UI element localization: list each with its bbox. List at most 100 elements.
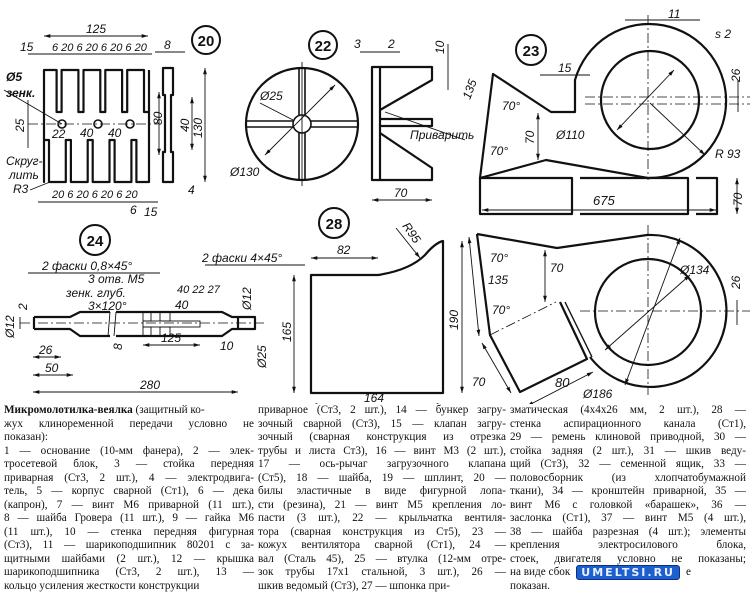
angle-70: 70° — [502, 99, 520, 113]
leader-line — [384, 111, 466, 141]
caption-line: щитными шайбами (2 шт.), 12 — крышка — [4, 552, 254, 565]
center-line — [489, 301, 557, 336]
dim-8: 8 — [164, 38, 171, 52]
figure-23-fan-housing: 23 11 s 2 15 70° 70 70° Ø110 R 93 — [460, 7, 750, 404]
caption-line: 38 — шайба разрезная (4 шт.); элементы — [510, 525, 746, 538]
figure-number-circle — [318, 207, 350, 239]
dim-40: 40 — [178, 118, 192, 132]
dim-diameter-12: Ø12 — [3, 315, 17, 339]
dim-15: 15 — [20, 40, 34, 54]
dim-25: 25 — [13, 118, 27, 133]
dim-hole-diameter: Ø5 — [6, 70, 22, 84]
weld-note: Приварить — [410, 128, 474, 142]
caption-line: половосборник (из хлопчатобумажной — [510, 471, 746, 484]
caption-title: Микромолотилка-веялка — [4, 404, 133, 416]
figure-number-circle — [79, 224, 111, 256]
damper-edge — [564, 301, 593, 358]
caption-line: показан): — [4, 431, 49, 443]
fillet-note: R3 — [13, 182, 29, 196]
dimension-line — [527, 371, 594, 404]
dim-70: 70 — [472, 375, 486, 389]
caption-line: зочный сварной (Ст3), 15 — клапан загру- — [258, 417, 506, 430]
dimension-line — [624, 237, 681, 386]
fillet-note: Скруг- — [6, 154, 43, 168]
caption-line: зочный (сварная конструкция из отрезка — [258, 431, 506, 443]
dim-675: 675 — [593, 193, 615, 208]
wall-outline — [309, 239, 445, 395]
keyway — [142, 320, 201, 328]
chamfer-note: 2 фаски 0,8×45° — [41, 259, 132, 273]
dim-26: 26 — [729, 68, 743, 83]
dim-80: 80 — [151, 111, 165, 125]
caption-line: сти (резина), 21 — винт М5 крепления ло- — [258, 498, 506, 511]
caption-line: (Ст5), 18 — шайба, 19 — шплинт, 20 — — [258, 471, 506, 484]
bushing-section — [159, 311, 171, 322]
caption-line: стоек, двигателя условно не показаны; — [510, 552, 746, 565]
caption-text: (защитный ко- — [132, 404, 205, 416]
caption-line: щий (Ст3), 32 — семенной ящик, 33 — — [510, 458, 746, 470]
caption-line: Микромолотилка-веялка (защитный ко- — [4, 404, 254, 418]
bushing-section — [142, 326, 152, 337]
dim-125: 125 — [86, 22, 106, 36]
dim-135: 135 — [488, 273, 508, 287]
dim-diameter-25: Ø25 — [259, 89, 283, 103]
dim-135: 135 — [460, 77, 480, 101]
figure-number-circle — [308, 30, 338, 60]
holes-note: зенк. глуб. — [65, 286, 126, 300]
break-mark — [107, 311, 117, 337]
dimension-line — [649, 102, 706, 156]
angle-70: 70° — [490, 251, 508, 265]
dim-26: 26 — [38, 343, 53, 357]
dim-6: 6 — [130, 203, 137, 217]
caption-line: 17 — ось-рычаг загрузочного клапана — [258, 458, 506, 470]
caption-line: заслонка (Ст1), 37 — винт М5 (4 шт.), — [510, 512, 746, 524]
caption-line: жух клиноременной передачи условно не — [4, 417, 254, 430]
impeller-blade-side — [379, 65, 434, 182]
dim-diameter-134: Ø134 — [679, 263, 710, 277]
dim-50: 50 — [45, 361, 59, 375]
angle-70: 70° — [490, 144, 508, 158]
caption-line: зок трубы 17х1 стальной, 3 шт.), 26 — — [258, 566, 506, 578]
dimension-line — [395, 227, 421, 259]
leader-line — [3, 89, 63, 125]
figure-number-circle — [191, 25, 221, 55]
dim-165: 165 — [280, 322, 294, 342]
figure-number: 23 — [523, 43, 540, 60]
chamfer-note: 2 фаски 4×45° — [201, 251, 282, 265]
caption-line: тора (сварная конструкция из Ст5), 23 — — [258, 525, 506, 538]
dim-8: 8 — [111, 343, 125, 350]
dim-26: 26 — [729, 275, 743, 290]
dimension-line — [467, 236, 481, 337]
dim-130: 130 — [191, 118, 205, 138]
caption-column-1: Микромолотилка-веялка (защитный ко- жух … — [4, 404, 254, 593]
caption-line: (Ст3), 11 — шарикоподшипник 80201 с за- — [4, 539, 254, 551]
leader-line — [259, 102, 294, 121]
figure-number-circle — [515, 34, 547, 66]
caption-line: 1 — основание (10-мм фанера), 2 — элек- — [4, 444, 254, 457]
comb-side-view — [161, 66, 175, 184]
caption-line: тель, 5 — корпус сварной (Ст1), 6 — дека — [4, 485, 254, 497]
dimension-line — [616, 69, 675, 131]
caption-line: на виде сбок — [510, 566, 571, 578]
dim-15: 15 — [144, 205, 158, 219]
caption-line: 29 — ремень клиновой приводной, 30 — — [510, 431, 746, 443]
caption-line: билы эластичные в виде фигурной лопа- — [258, 485, 506, 497]
dim-15: 15 — [558, 61, 572, 75]
impeller-plate-side — [370, 65, 382, 182]
wall-thickness: s 2 — [715, 27, 731, 41]
caption-line: стенка аспирационного канала (Ст1), — [510, 417, 746, 430]
comb-bottom-teeth — [42, 124, 151, 184]
figure-number: 20 — [198, 33, 215, 50]
housing-strip — [478, 176, 719, 216]
dim-70: 70 — [731, 192, 745, 206]
dim-4: 4 — [188, 183, 195, 197]
caption-line: е — [685, 566, 691, 578]
dim-82: 82 — [337, 243, 351, 257]
caption-line: стойка задняя (2 шт.), 31 — шкив веду- — [510, 444, 746, 457]
caption-line: трубы и листа Ст3), 16 — винт М3 (2 шт.)… — [258, 444, 506, 457]
dim-164: 164 — [364, 391, 384, 404]
caption-line: вал (Сталь 45), 25 — втулка (12-мм отре- — [258, 552, 506, 565]
dim-radius-93: R 93 — [715, 147, 741, 161]
caption-column-3: зматическая (4х4х26 мм, 2 шт.), 28 —стен… — [510, 404, 746, 593]
